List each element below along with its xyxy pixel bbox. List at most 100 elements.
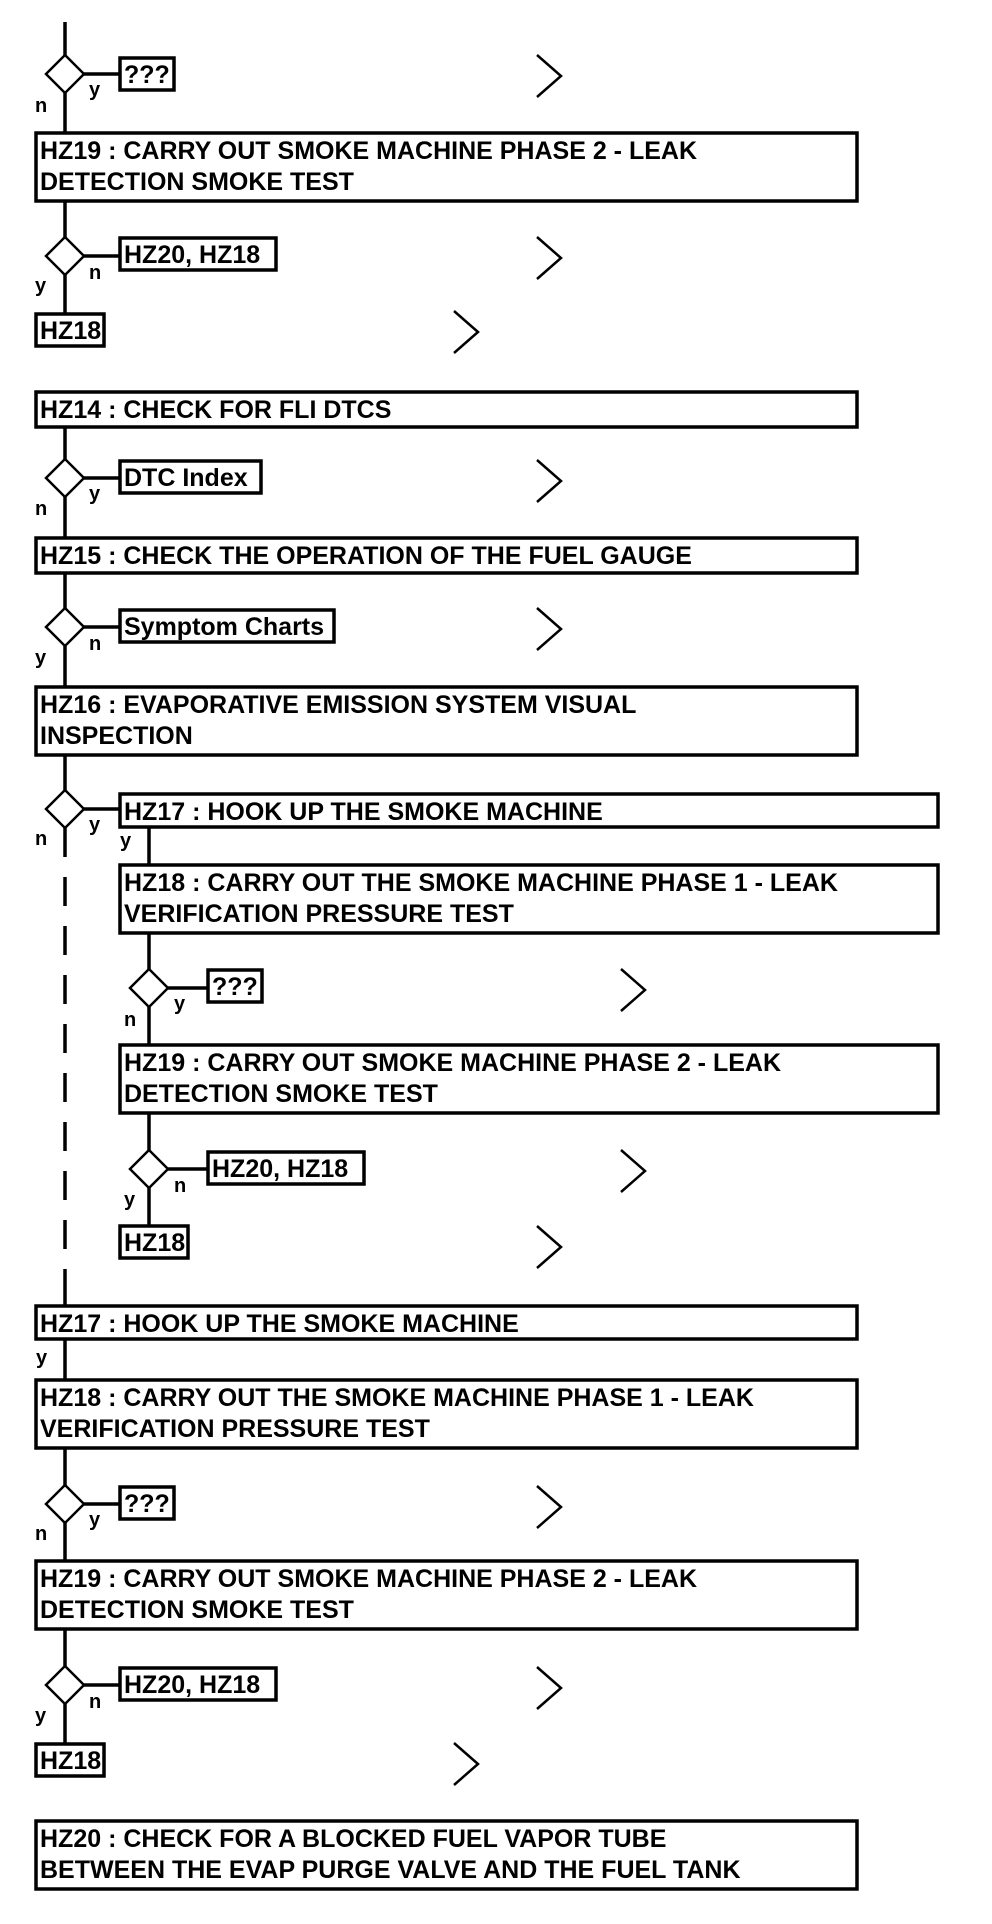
reference-link-label: HZ18 — [124, 1229, 185, 1257]
reference-link-label: HZ20, HZ18 — [124, 241, 260, 269]
branch-label-no: n — [35, 95, 47, 117]
next-step-chevron-icon[interactable] — [536, 1485, 563, 1529]
step-title: HZ17 : HOOK UP THE SMOKE MACHINE — [124, 798, 603, 826]
step-title: HZ14 : CHECK FOR FLI DTCS — [40, 396, 391, 424]
branch-label-yes: y — [120, 830, 132, 852]
decision-diamond — [44, 235, 86, 277]
branch-label-yes: y — [89, 483, 101, 505]
reference-link-label: ??? — [212, 973, 258, 1001]
step-box[interactable]: HZ16 : EVAPORATIVE EMISSION SYSTEM VISUA… — [34, 685, 859, 757]
branch-label-yes: y — [124, 1189, 136, 1211]
reference-link-label: DTC Index — [124, 464, 248, 492]
reference-link-frame — [118, 1666, 278, 1702]
step-box[interactable]: HZ18 : CARRY OUT THE SMOKE MACHINE PHASE… — [34, 1378, 859, 1450]
step-box[interactable]: HZ19 : CARRY OUT SMOKE MACHINE PHASE 2 -… — [34, 1559, 859, 1631]
reference-link[interactable]: HZ20, HZ18 — [118, 236, 278, 272]
step-title: HZ16 : EVAPORATIVE EMISSION SYSTEM VISUA… — [40, 691, 636, 719]
branch-label-no: n — [35, 498, 47, 520]
next-step-chevron-icon[interactable] — [453, 310, 480, 354]
step-box-frame — [34, 1378, 859, 1450]
decision-diamond — [44, 788, 86, 830]
reference-link[interactable]: HZ18 — [34, 312, 106, 348]
reference-link-frame — [118, 1485, 176, 1521]
step-box[interactable]: HZ19 : CARRY OUT SMOKE MACHINE PHASE 2 -… — [34, 131, 859, 203]
step-title: VERIFICATION PRESSURE TEST — [40, 1415, 430, 1443]
reference-link-label: HZ18 — [40, 317, 101, 345]
next-step-chevron-icon[interactable] — [536, 459, 563, 503]
reference-link-label: ??? — [124, 61, 170, 89]
branch-label-yes: y — [89, 1509, 101, 1531]
reference-link-frame — [118, 56, 176, 92]
branch-label-yes: y — [36, 1347, 48, 1369]
reference-link[interactable]: ??? — [206, 968, 264, 1004]
step-box-frame — [34, 1819, 859, 1891]
step-box-frame — [34, 390, 859, 429]
reference-link-frame — [34, 1742, 106, 1778]
branch-label-no: n — [89, 262, 101, 284]
reference-link[interactable]: Symptom Charts — [118, 608, 336, 644]
decision-diamond — [128, 1148, 170, 1190]
reference-link[interactable]: ??? — [118, 56, 176, 92]
step-box-frame — [118, 1043, 940, 1115]
reference-link-frame — [34, 312, 106, 348]
next-step-chevron-icon[interactable] — [536, 236, 563, 280]
next-step-chevron-icon[interactable] — [536, 607, 563, 651]
branch-label-no: n — [89, 1691, 101, 1713]
step-title: DETECTION SMOKE TEST — [40, 1596, 354, 1624]
reference-link-label: HZ20, HZ18 — [212, 1155, 348, 1183]
reference-link-label: Symptom Charts — [124, 613, 324, 641]
next-step-chevron-icon[interactable] — [620, 1149, 647, 1193]
reference-link[interactable]: HZ18 — [118, 1224, 190, 1260]
step-box-frame — [34, 536, 859, 575]
branch-label-yes: y — [174, 993, 186, 1015]
step-box[interactable]: HZ19 : CARRY OUT SMOKE MACHINE PHASE 2 -… — [118, 1043, 940, 1115]
step-title: VERIFICATION PRESSURE TEST — [124, 900, 514, 928]
next-step-chevron-icon[interactable] — [620, 968, 647, 1012]
next-step-chevron-icon[interactable] — [536, 54, 563, 98]
step-box[interactable]: HZ14 : CHECK FOR FLI DTCS — [34, 390, 859, 429]
reference-link-frame — [206, 968, 264, 1004]
branch-label-yes: y — [35, 275, 47, 297]
step-box[interactable]: HZ17 : HOOK UP THE SMOKE MACHINE — [118, 792, 940, 829]
step-title: DETECTION SMOKE TEST — [40, 168, 354, 196]
reference-link[interactable]: DTC Index — [118, 459, 263, 495]
step-box[interactable]: HZ15 : CHECK THE OPERATION OF THE FUEL G… — [34, 536, 859, 575]
reference-link[interactable]: HZ18 — [34, 1742, 106, 1778]
reference-link[interactable]: HZ20, HZ18 — [118, 1666, 278, 1702]
next-step-chevron-icon[interactable] — [536, 1225, 563, 1269]
step-title: BETWEEN THE EVAP PURGE VALVE AND THE FUE… — [40, 1856, 741, 1884]
step-title: HZ18 : CARRY OUT THE SMOKE MACHINE PHASE… — [40, 1384, 754, 1412]
reference-link-frame — [118, 608, 336, 644]
reference-link[interactable]: ??? — [118, 1485, 176, 1521]
reference-link-label: HZ20, HZ18 — [124, 1671, 260, 1699]
reference-link-label: ??? — [124, 1490, 170, 1518]
step-title: HZ19 : CARRY OUT SMOKE MACHINE PHASE 2 -… — [40, 137, 697, 165]
step-box-frame — [118, 792, 940, 829]
step-box-frame — [34, 131, 859, 203]
step-title: DETECTION SMOKE TEST — [124, 1080, 438, 1108]
branch-label-yes: y — [35, 647, 47, 669]
step-box[interactable]: HZ17 : HOOK UP THE SMOKE MACHINE — [34, 1304, 859, 1341]
reference-link-frame — [118, 236, 278, 272]
next-step-chevron-icon[interactable] — [453, 1742, 480, 1786]
step-box-frame — [118, 863, 940, 935]
decision-diamond — [44, 457, 86, 499]
branch-label-no: n — [89, 633, 101, 655]
reference-link[interactable]: HZ20, HZ18 — [206, 1150, 366, 1186]
step-title: HZ19 : CARRY OUT SMOKE MACHINE PHASE 2 -… — [40, 1565, 697, 1593]
reference-link-frame — [118, 459, 263, 495]
step-title: HZ20 : CHECK FOR A BLOCKED FUEL VAPOR TU… — [40, 1825, 666, 1853]
branch-label-no: n — [174, 1175, 186, 1197]
step-title: HZ15 : CHECK THE OPERATION OF THE FUEL G… — [40, 542, 692, 570]
step-title: HZ19 : CARRY OUT SMOKE MACHINE PHASE 2 -… — [124, 1049, 781, 1077]
decision-diamond — [44, 606, 86, 648]
branch-label-no: n — [124, 1009, 136, 1031]
next-step-chevron-icon[interactable] — [536, 1666, 563, 1710]
step-box[interactable]: HZ20 : CHECK FOR A BLOCKED FUEL VAPOR TU… — [34, 1819, 859, 1891]
decision-diamond — [128, 967, 170, 1009]
decision-diamond — [44, 1664, 86, 1706]
step-box-frame — [34, 1559, 859, 1631]
branch-label-yes: y — [35, 1705, 47, 1727]
step-box[interactable]: HZ18 : CARRY OUT THE SMOKE MACHINE PHASE… — [118, 863, 940, 935]
branch-label-yes: y — [89, 79, 101, 101]
